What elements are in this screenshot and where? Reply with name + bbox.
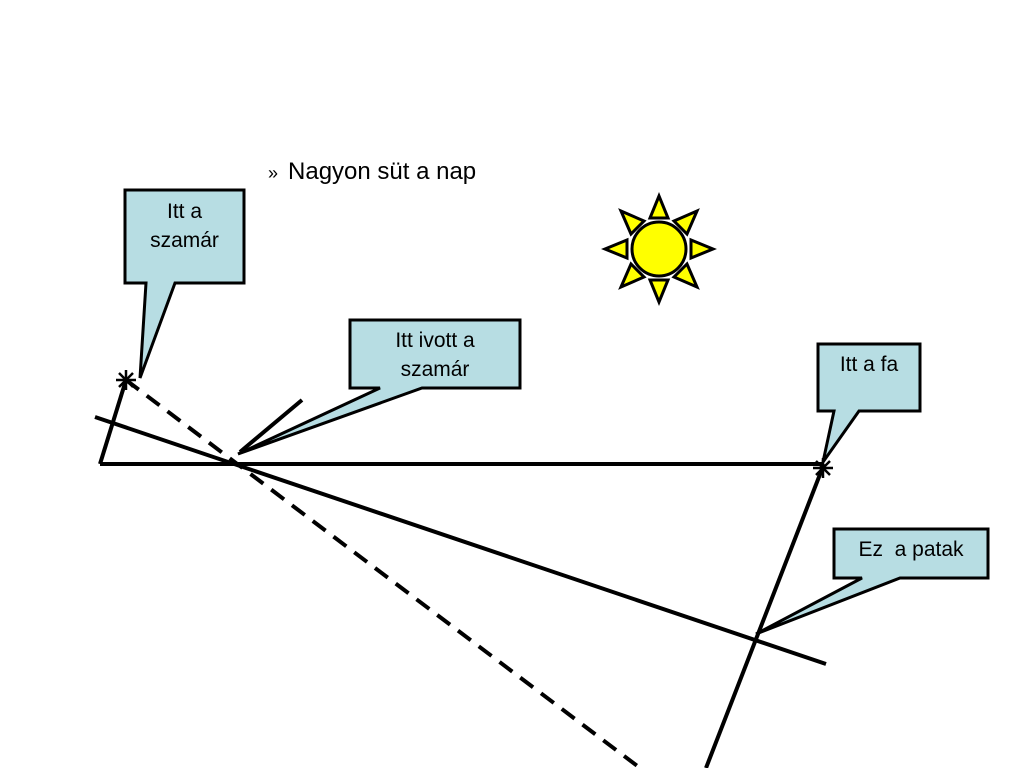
donkey-drank-callout [237, 318, 522, 456]
bullet-marker: » [268, 163, 279, 183]
donkey-callout-label: Itt a szamár [150, 200, 219, 252]
donkey-drank-callout-label: Itt ivott a szamár [395, 329, 475, 381]
dashed-line [124, 378, 642, 768]
tree-callout [816, 342, 922, 463]
donkey-callout [123, 188, 246, 379]
tree-line [704, 463, 826, 768]
bullet-text: Nagyon süt a nap [288, 158, 477, 185]
stream-callout-label: Ez a patak [858, 538, 964, 561]
bullet-point: » Nagyon süt a nap [268, 158, 476, 186]
sun-icon [601, 192, 717, 306]
arrow-line [238, 398, 304, 454]
donkey-star-marker [116, 370, 136, 390]
stream-callout [755, 527, 990, 636]
stream-line [94, 415, 827, 666]
tree-callout-label: Itt a fa [839, 353, 899, 376]
